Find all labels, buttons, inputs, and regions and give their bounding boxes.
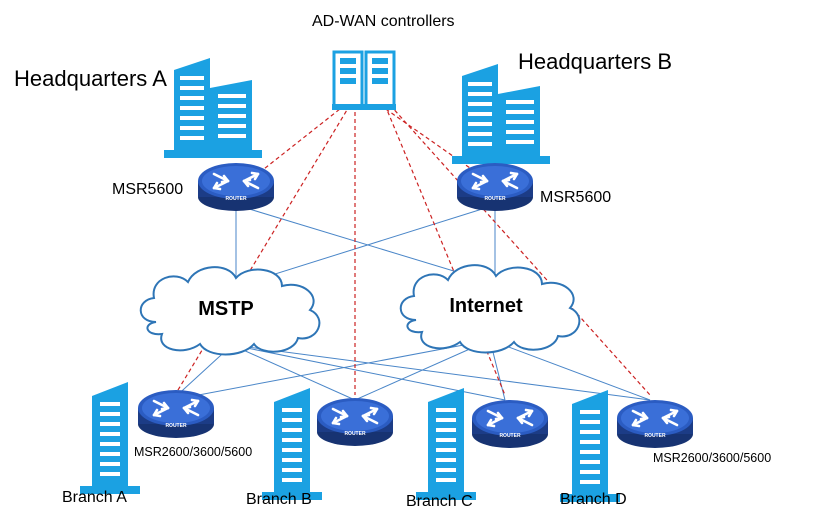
branch-b-label: Branch B (246, 491, 312, 508)
router-badge: ROUTER (499, 433, 521, 439)
internet-label: Internet (449, 295, 523, 317)
router-badge: ROUTER (344, 431, 366, 437)
hq-b-router-label: MSR5600 (540, 189, 611, 206)
router-badge: ROUTER (484, 196, 506, 202)
branch-router-label-left: MSR2600/3600/5600 (134, 445, 252, 459)
hq-b-building-icon (452, 64, 550, 164)
branch-a-router-icon: ROUTER (136, 388, 216, 440)
branch-c-label: Branch C (406, 493, 473, 510)
hq-a-building-icon (164, 58, 262, 158)
branch-b-building-icon (262, 388, 322, 500)
hq-a-router-icon: ROUTER (196, 161, 276, 213)
hq-a-label: Headquarters A (14, 66, 167, 91)
branch-a-label: Branch A (62, 489, 127, 506)
hq-b-router-icon: ROUTER (455, 161, 535, 213)
branch-d-building-icon (560, 390, 620, 502)
controllers-icon (332, 50, 396, 110)
branch-c-building-icon (416, 388, 476, 500)
branch-a-building-icon (80, 382, 140, 494)
mstp-label: MSTP (198, 298, 254, 320)
router-badge: ROUTER (644, 433, 666, 439)
hq-a-router-label: MSR5600 (112, 181, 183, 198)
branch-d-router-icon: ROUTER (615, 398, 695, 450)
branch-router-label-right: MSR2600/3600/5600 (653, 451, 771, 465)
controllers-label: AD-WAN controllers (312, 13, 455, 30)
hq-b-label: Headquarters B (518, 49, 672, 74)
branch-b-router-icon: ROUTER (315, 396, 395, 448)
branch-c-router-icon: ROUTER (470, 398, 550, 450)
branch-d-label: Branch D (560, 491, 627, 508)
router-badge: ROUTER (225, 196, 247, 202)
router-badge: ROUTER (165, 423, 187, 429)
